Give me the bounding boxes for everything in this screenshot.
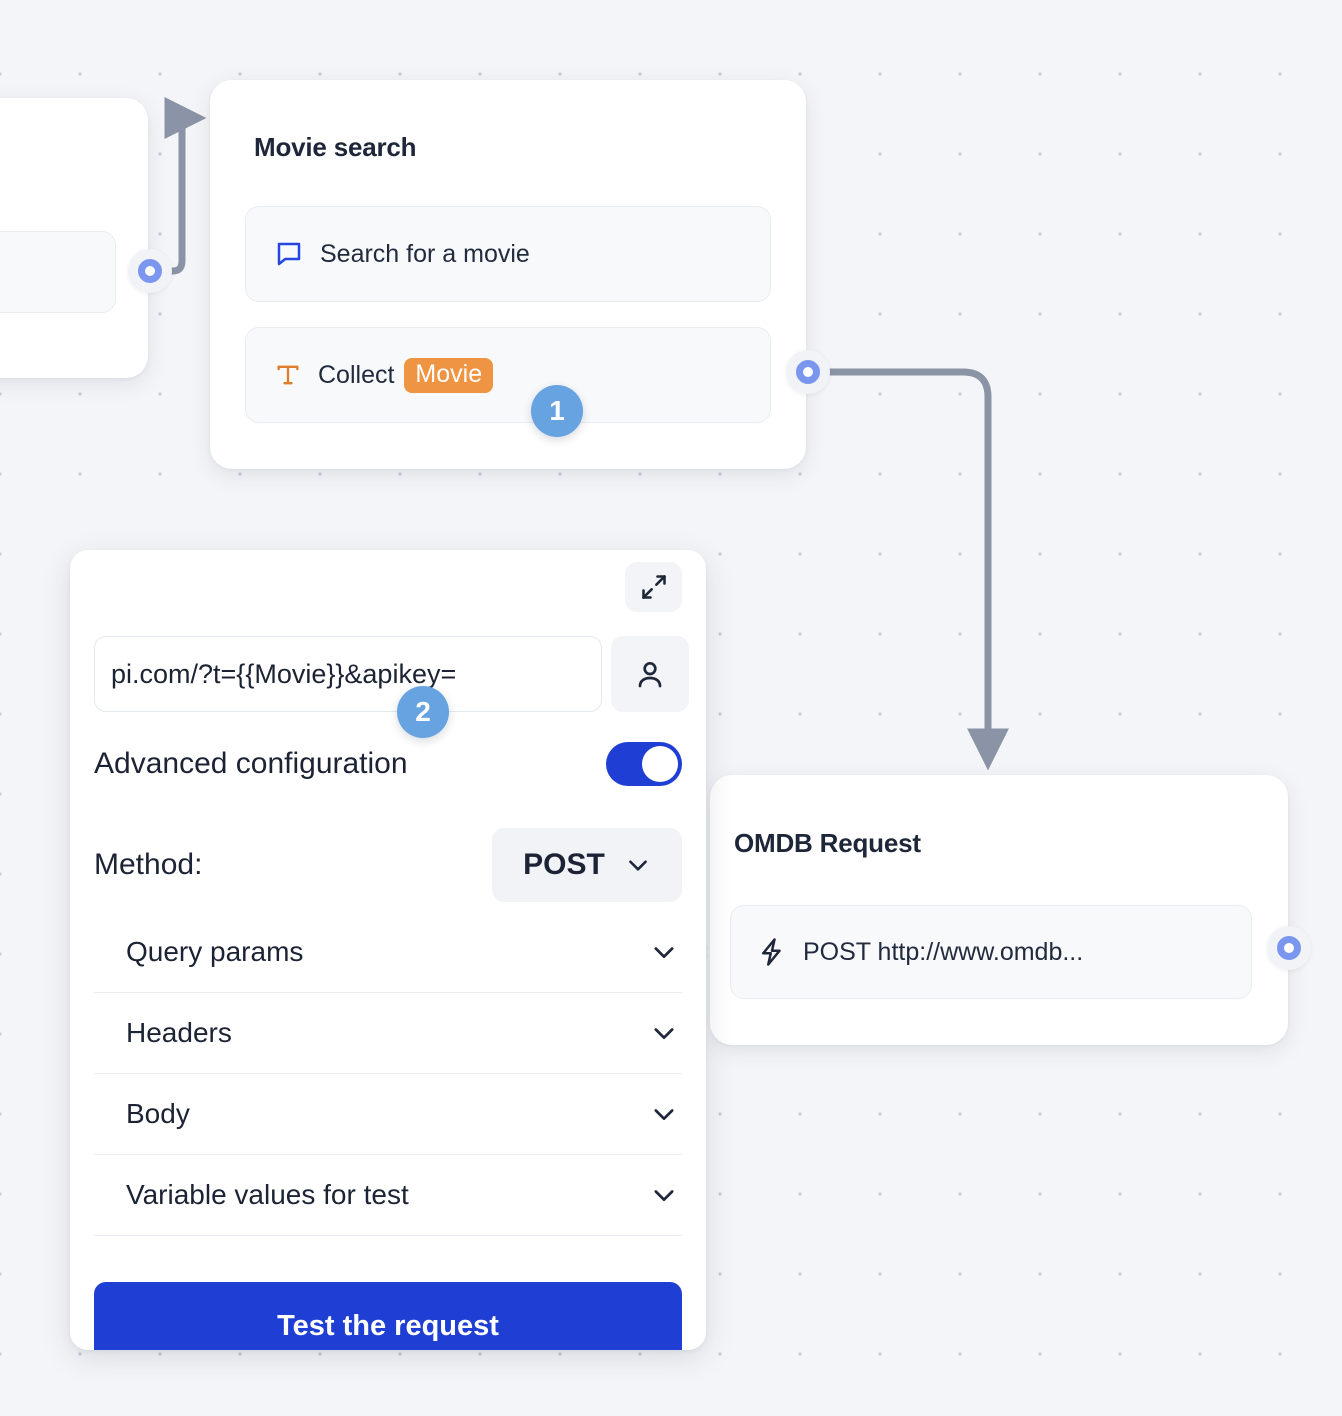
node-row-label: POST http://www.omdb... (803, 937, 1084, 966)
chevron-down-icon (650, 1181, 678, 1209)
step-badge-1: 1 (531, 385, 583, 437)
method-value: POST (523, 848, 605, 881)
test-the-request-button[interactable]: Test the request (94, 1282, 682, 1350)
trigger-node-partial[interactable] (0, 98, 148, 378)
accordion-label: Query params (126, 936, 304, 967)
accordion-query-params[interactable]: Query params (94, 912, 682, 993)
connector-handle-omdb-output[interactable] (1267, 926, 1311, 970)
accordion-variable-values-for-test[interactable]: Variable values for test (94, 1155, 682, 1236)
connector-handle-trigger-output[interactable] (128, 249, 172, 293)
method-select[interactable]: POST (492, 828, 682, 902)
advanced-configuration-row: Advanced configuration (94, 742, 682, 786)
movie-search-node[interactable]: Movie search Search for a movie Collect … (210, 80, 806, 469)
message-bubble-icon (274, 239, 304, 269)
movie-search-title: Movie search (254, 132, 417, 162)
url-row: pi.com/?t={{Movie}}&apikey= (94, 636, 689, 712)
request-config-panel[interactable]: pi.com/?t={{Movie}}&apikey= Advanced con… (70, 550, 706, 1350)
auth-user-button[interactable] (611, 636, 689, 712)
advanced-configuration-toggle[interactable] (606, 742, 682, 786)
variable-chip-movie[interactable]: Movie (404, 357, 494, 393)
expand-diagonal-icon (640, 573, 668, 601)
expand-panel-button[interactable] (625, 562, 682, 612)
node-row-label: Search for a movie (320, 239, 530, 268)
node-row-search-for-a-movie[interactable]: Search for a movie (245, 206, 771, 302)
accordion-label: Body (126, 1098, 190, 1129)
person-icon (634, 658, 666, 690)
request-url-input[interactable]: pi.com/?t={{Movie}}&apikey= (94, 636, 602, 712)
step-badge-2: 2 (397, 686, 449, 738)
collect-label: Collect (318, 360, 395, 389)
accordion-label: Variable values for test (126, 1179, 409, 1210)
trigger-node-row[interactable] (0, 231, 116, 313)
chevron-down-icon (650, 1019, 678, 1047)
text-t-icon (274, 361, 302, 389)
method-label: Method: (94, 848, 203, 881)
chevron-down-icon (650, 1100, 678, 1128)
chevron-down-icon (625, 852, 651, 878)
omdb-request-title: OMDB Request (734, 828, 921, 858)
advanced-configuration-label: Advanced configuration (94, 747, 408, 780)
accordion-list: Query params Headers Body (94, 912, 682, 1236)
method-row: Method: POST (94, 828, 682, 902)
node-row-post-omdb[interactable]: POST http://www.omdb... (730, 905, 1252, 999)
lightning-bolt-icon (757, 937, 787, 967)
node-row-collect-movie[interactable]: Collect Movie (245, 327, 771, 423)
node-row-label: Collect Movie (318, 357, 494, 393)
accordion-body[interactable]: Body (94, 1074, 682, 1155)
accordion-headers[interactable]: Headers (94, 993, 682, 1074)
chevron-down-icon (650, 938, 678, 966)
accordion-label: Headers (126, 1017, 232, 1048)
omdb-request-node[interactable]: OMDB Request POST http://www.omdb... (690, 775, 1288, 1045)
connector-handle-movie-search-output[interactable] (786, 350, 830, 394)
